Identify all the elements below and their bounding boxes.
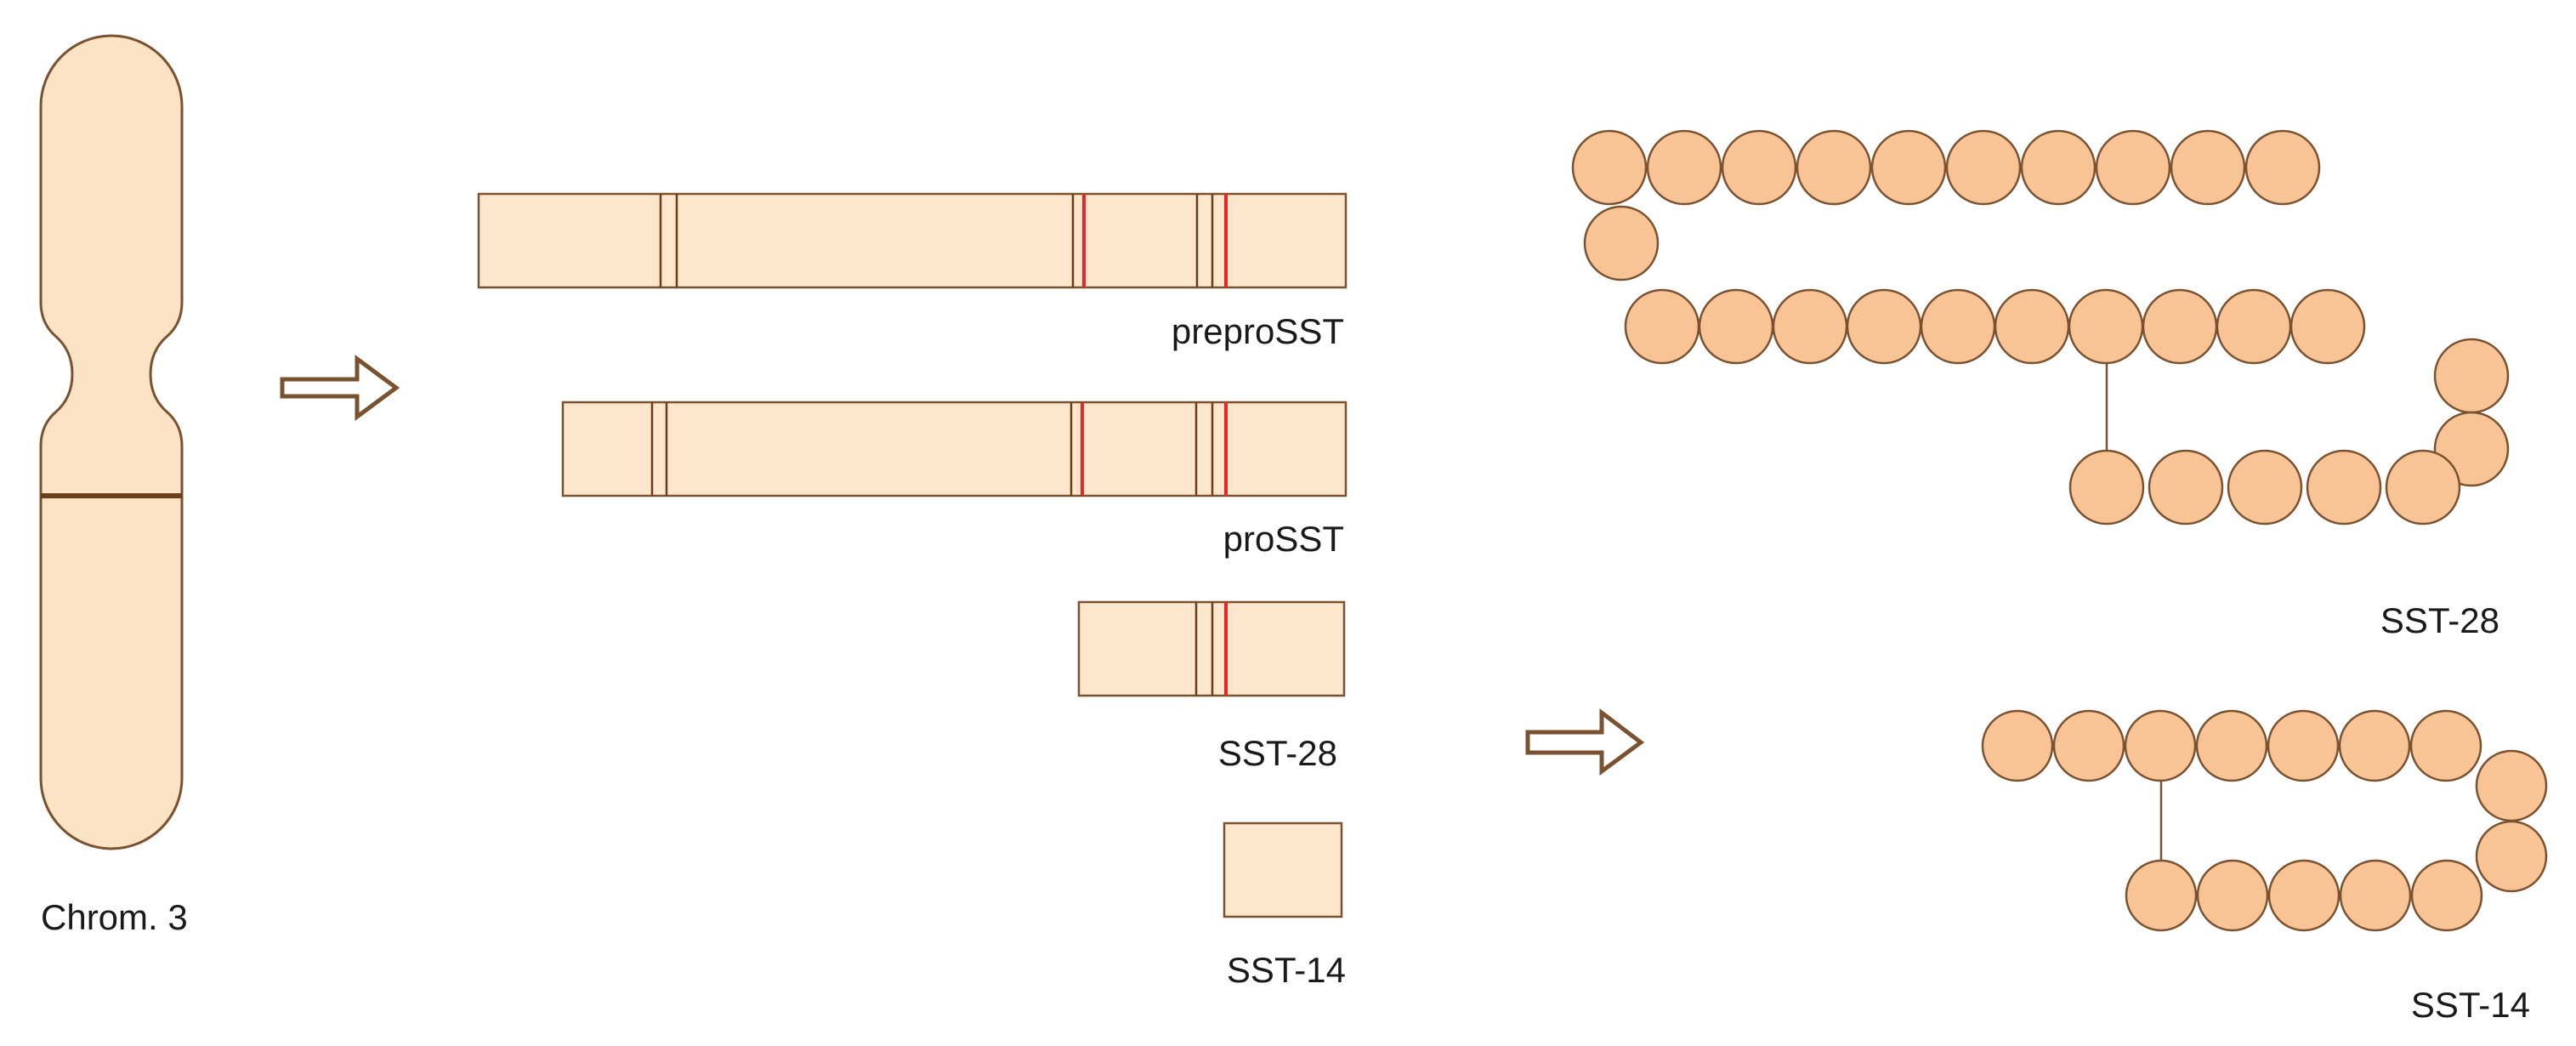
sst14-peptide-chain: SST-14 <box>1981 709 2548 1025</box>
sst14-residues <box>1981 709 2548 932</box>
preprosst-bar: preproSST <box>477 192 1348 351</box>
amino-acid-residue <box>2196 859 2269 932</box>
amino-acid-residue <box>2409 709 2482 782</box>
amino-acid-residue <box>2475 749 2548 822</box>
amino-acid-residue <box>2267 859 2341 932</box>
amino-acid-residue <box>2244 129 2321 206</box>
sst14-bar-label: SST-14 <box>1227 950 1346 990</box>
amino-acid-residue <box>1870 129 1947 206</box>
amino-acid-residue <box>2195 709 2268 782</box>
amino-acid-residue <box>1583 205 1660 281</box>
preprosst-label: preproSST <box>1172 311 1344 351</box>
amino-acid-residue <box>2142 288 2218 365</box>
amino-acid-residue <box>2068 449 2145 526</box>
amino-acid-residue <box>1772 288 1848 365</box>
amino-acid-residue <box>1624 288 1700 365</box>
sst28-peptide-label: SST-28 <box>2380 600 2499 640</box>
prosst-bar: proSST <box>561 401 1348 559</box>
sst28-bar-label: SST-28 <box>1218 733 1337 773</box>
amino-acid-residue <box>2052 709 2125 782</box>
chromosome-3: Chrom. 3 <box>39 34 188 937</box>
amino-acid-residue <box>2170 129 2246 206</box>
chromosome-body <box>39 34 184 850</box>
sst14-rect <box>1223 821 1343 918</box>
sst28-bar: SST-28 <box>1077 600 1346 773</box>
amino-acid-residue <box>1920 288 1996 365</box>
amino-acid-residue <box>2338 709 2411 782</box>
prosst-rect <box>561 401 1348 497</box>
amino-acid-residue <box>2068 288 2144 365</box>
amino-acid-residue <box>1994 288 2070 365</box>
amino-acid-residue <box>2433 338 2510 414</box>
amino-acid-residue <box>2475 820 2548 893</box>
amino-acid-residue <box>2148 449 2224 526</box>
amino-acid-residue <box>2125 859 2198 932</box>
amino-acid-residue <box>1721 129 1797 206</box>
amino-acid-residue <box>2410 859 2483 932</box>
amino-acid-residue <box>2095 129 2171 206</box>
amino-acid-residue <box>2020 129 2097 206</box>
hollow-arrow-right-icon <box>280 355 400 421</box>
hollow-arrow-right-icon <box>1525 708 1645 776</box>
amino-acid-residue <box>2289 288 2366 365</box>
sst14-peptide-label: SST-14 <box>2411 985 2530 1025</box>
amino-acid-residue <box>1571 129 1648 206</box>
amino-acid-residue <box>2267 709 2340 782</box>
amino-acid-residue <box>2124 709 2197 782</box>
sst28-residues <box>1571 129 2510 526</box>
amino-acid-residue <box>2306 449 2382 526</box>
amino-acid-residue <box>2339 859 2412 932</box>
amino-acid-residue <box>2385 449 2461 526</box>
amino-acid-residue <box>1796 129 1872 206</box>
amino-acid-residue <box>1698 288 1774 365</box>
sst28-peptide-chain: SST-28 <box>1571 129 2510 640</box>
amino-acid-residue <box>1846 288 1922 365</box>
amino-acid-residue <box>1646 129 1722 206</box>
chromosome-label: Chrom. 3 <box>41 897 188 937</box>
prosst-label: proSST <box>1223 519 1344 559</box>
preprosst-rect <box>477 192 1348 289</box>
amino-acid-residue <box>1981 709 2054 782</box>
amino-acid-residue <box>2227 449 2303 526</box>
amino-acid-residue <box>1945 129 2022 206</box>
amino-acid-residue <box>2216 288 2292 365</box>
sst14-bar: SST-14 <box>1223 821 1346 990</box>
